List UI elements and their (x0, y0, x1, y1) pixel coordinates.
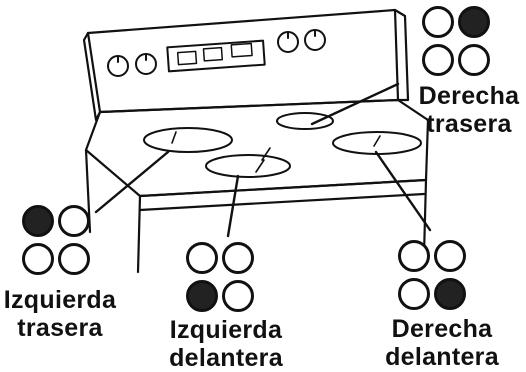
label-rear-right: Derecha trasera (412, 82, 526, 138)
label-line2: delantera (385, 343, 499, 371)
indicator-dot (58, 205, 90, 237)
indicator-dot (398, 240, 430, 272)
surface-elements (143, 112, 422, 178)
label-line2: trasera (426, 110, 512, 138)
label-line2: delantera (169, 344, 283, 372)
label-line1: Derecha (391, 315, 493, 343)
indicator-front-left (186, 242, 266, 322)
indicator-dot (22, 243, 54, 275)
indicator-rear-left (22, 205, 102, 285)
leader-lines (94, 82, 432, 238)
indicator-dot (434, 240, 466, 272)
cooktop-surface (84, 98, 430, 198)
indicator-dot-active (458, 6, 490, 38)
label-line1: Izquierda (3, 286, 117, 314)
control-panel (86, 8, 400, 114)
indicator-dot-active (434, 278, 466, 310)
indicator-dot (398, 278, 430, 310)
indicator-dot (222, 242, 254, 274)
indicator-dot-active (22, 205, 54, 237)
indicator-dot (422, 44, 454, 76)
indicator-dot (458, 44, 490, 76)
display-panel (166, 39, 266, 73)
label-line1: Izquierda (169, 316, 283, 344)
label-front-right: Derecha delantera (372, 315, 512, 371)
indicator-dot (58, 243, 90, 275)
indicator-rear-right (422, 6, 502, 86)
indicator-dot (422, 6, 454, 38)
label-line1: Derecha (418, 82, 520, 110)
indicator-dot (222, 280, 254, 312)
control-knobs (107, 29, 326, 77)
label-front-left: Izquierda delantera (158, 316, 294, 372)
indicator-front-right (398, 240, 478, 320)
label-rear-left: Izquierda trasera (0, 286, 120, 342)
indicator-dot (186, 242, 218, 274)
indicator-dot-active (186, 280, 218, 312)
label-line2: trasera (17, 314, 103, 342)
